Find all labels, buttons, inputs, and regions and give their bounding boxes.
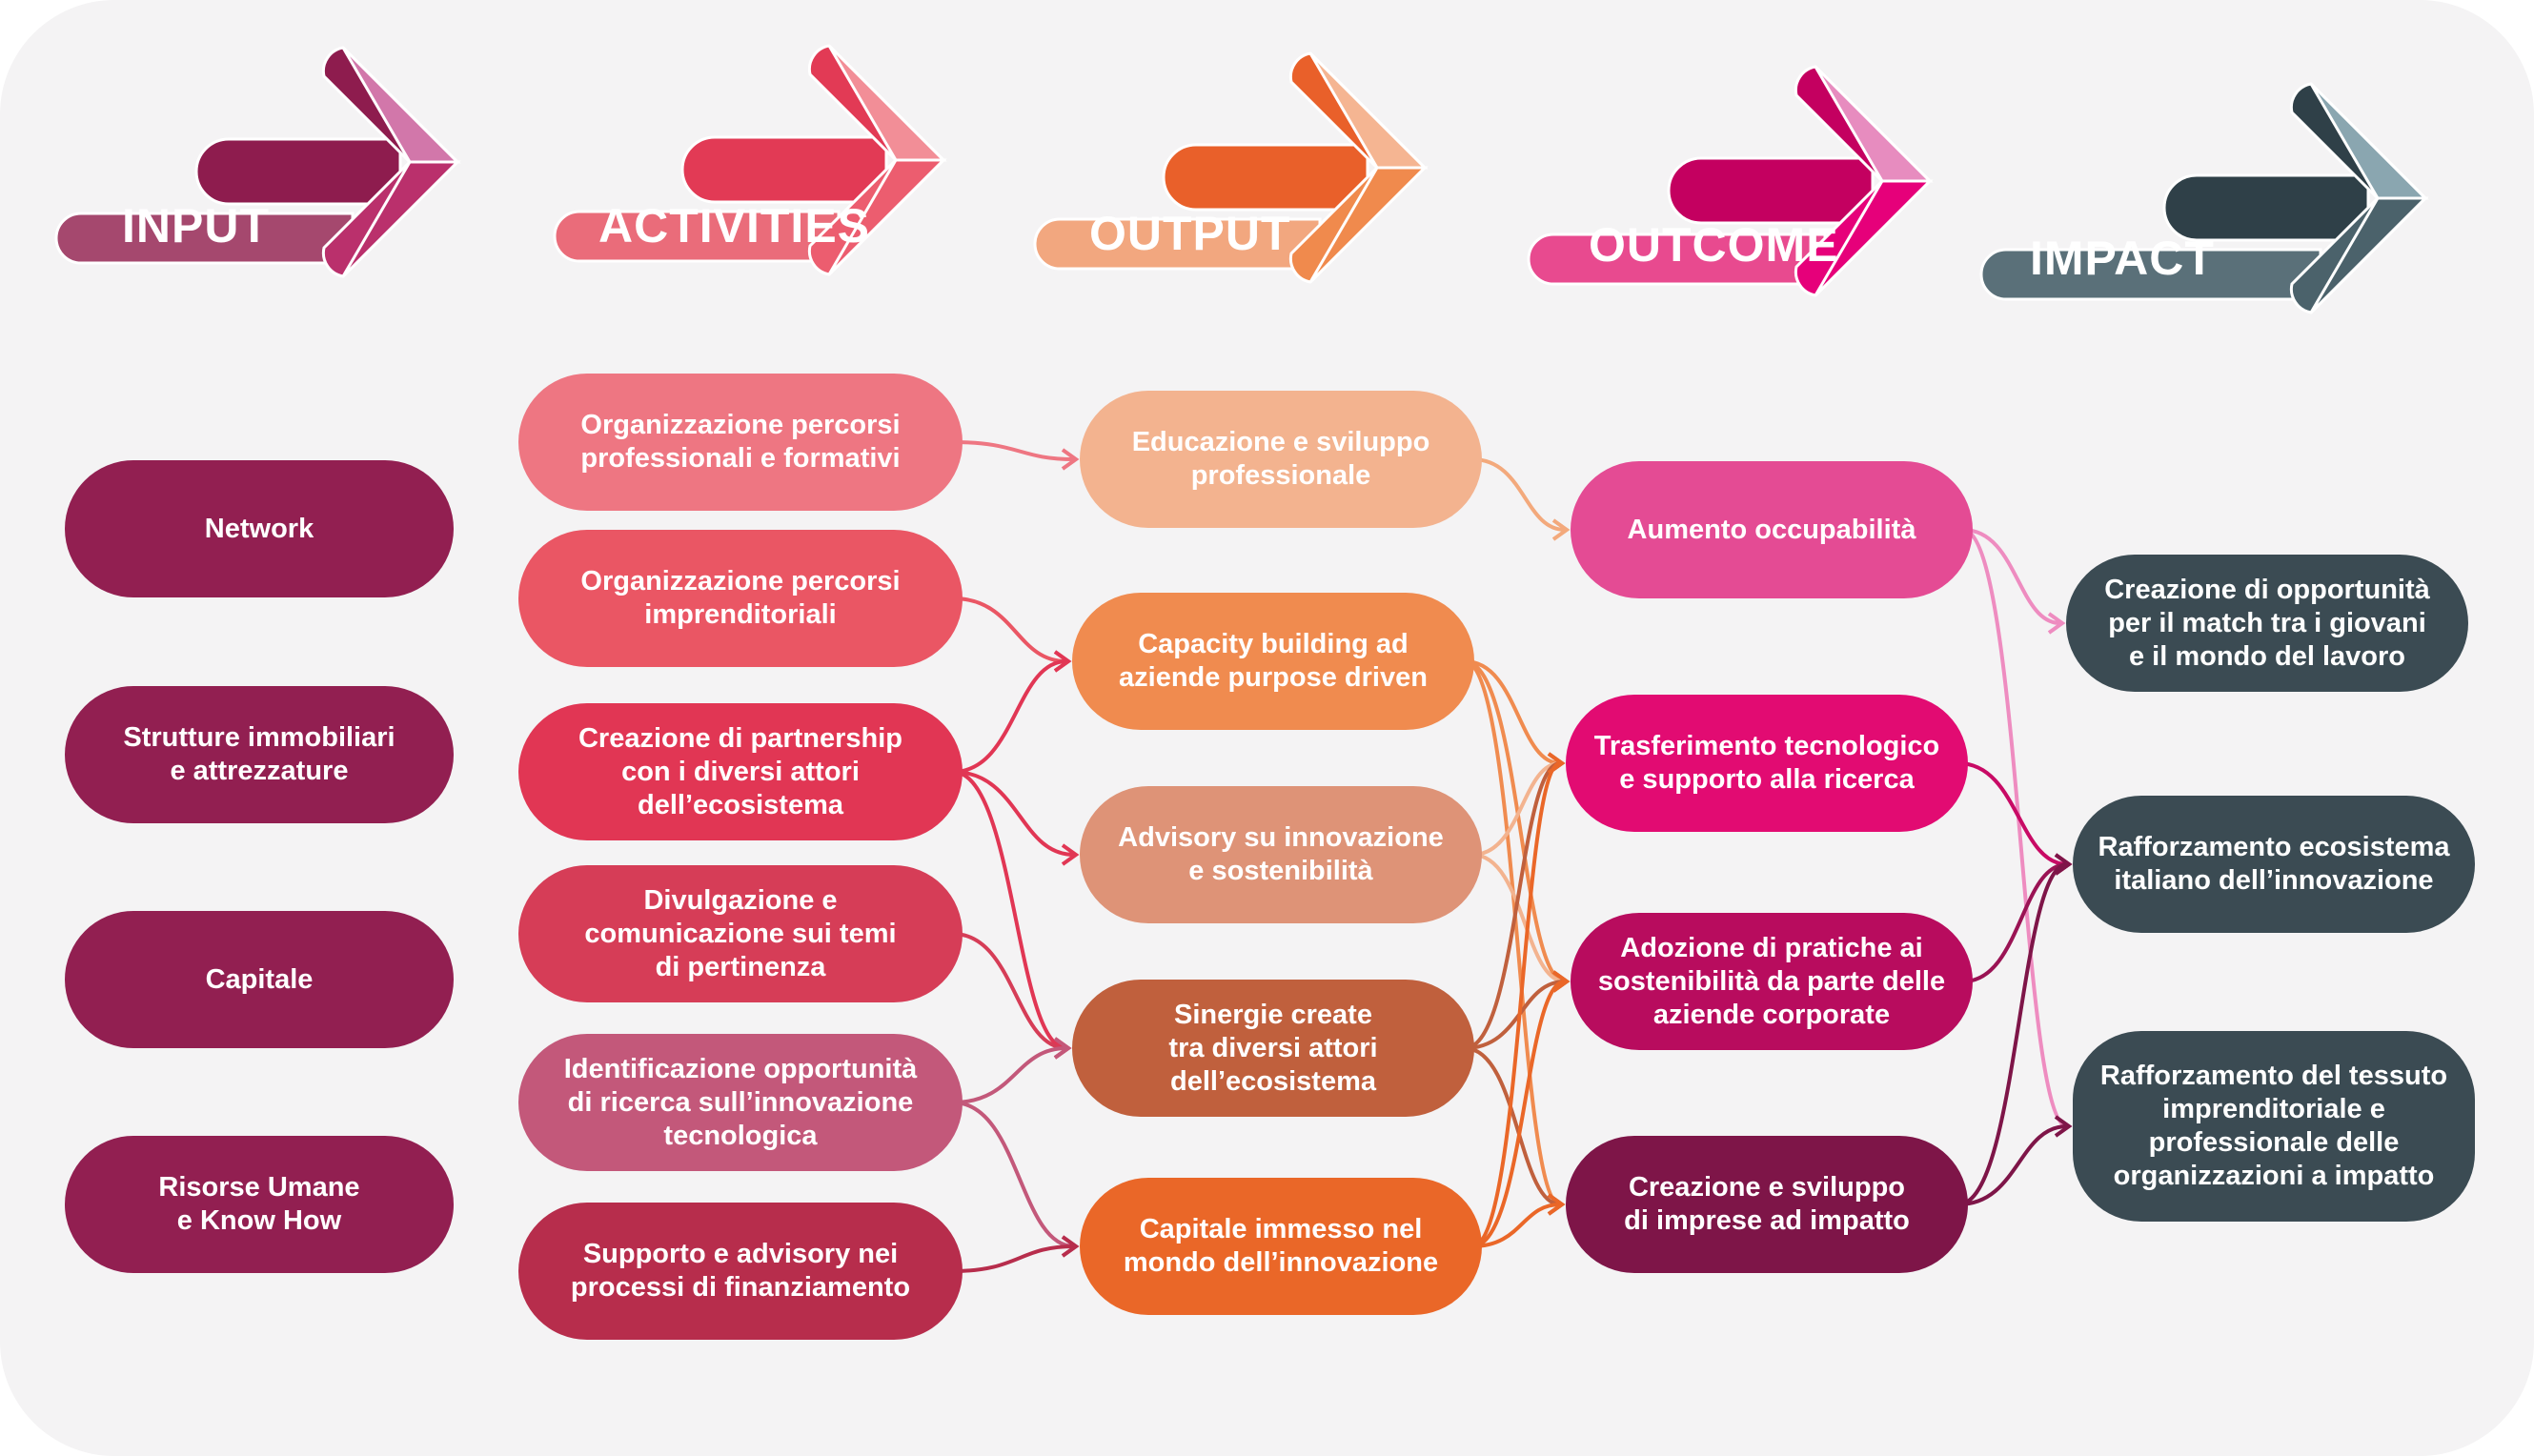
outcome-node-sostenibilita: Adozione di pratiche ai sostenibilità da… — [1571, 913, 1973, 1050]
arrowhead-a3-o3 — [1061, 843, 1080, 866]
connector-u4-m3 — [1957, 1124, 2068, 1206]
connector-a3-o4 — [952, 770, 1067, 1050]
stage-label-activities: ACTIVITIES — [598, 199, 871, 253]
connector-o3-u2 — [1471, 761, 1561, 857]
connector-a3-o3 — [952, 770, 1075, 857]
connector-o2-u3 — [1464, 659, 1566, 983]
output-node-capacity-building: Capacity building ad aziende purpose dri… — [1072, 593, 1474, 730]
stage-label-outcome: OUTCOME — [1589, 218, 1839, 272]
arrowhead-a1-o1 — [1061, 448, 1080, 471]
outcome-node-imprese-impatto: Creazione e sviluppo di imprese ad impat… — [1566, 1136, 1968, 1273]
input-node-strutture: Strutture immobiliari e attrezzature — [65, 686, 454, 823]
arrowhead-o5-u4 — [1547, 1193, 1566, 1216]
output-node-capitale-immesso: Capitale immesso nel mondo dell’innovazi… — [1080, 1178, 1482, 1315]
connector-a1-o1 — [952, 440, 1075, 461]
arrowhead-u4-m3 — [2054, 1115, 2073, 1138]
arrowhead-o5-u2 — [1547, 752, 1566, 775]
outcome-node-occupabilita: Aumento occupabilità — [1571, 461, 1973, 598]
activity-node-percorsi-imprenditoriali: Organizzazione percorsi imprenditoriali — [518, 530, 963, 667]
stage-arrow-outcome — [1527, 65, 1934, 297]
impact-node-ecosistema: Rafforzamento ecosistema italiano dell’i… — [2073, 796, 2475, 933]
connector-u1-m1 — [1962, 528, 2061, 625]
input-node-risorse: Risorse Umane e Know How — [65, 1136, 454, 1273]
connector-o2-u4 — [1464, 659, 1561, 1206]
connector-o3-u3 — [1471, 853, 1566, 983]
output-node-sinergie: Sinergie create tra diversi attori dell’… — [1072, 980, 1474, 1117]
stage-arrow-activities — [553, 44, 947, 276]
arrowhead-o5-u3 — [1551, 970, 1571, 993]
connector-o5-u2 — [1471, 761, 1561, 1248]
arrowhead-u4-m2 — [2054, 853, 2073, 876]
connector-u3-m2 — [1962, 862, 2068, 983]
connector-a4-o4 — [952, 932, 1067, 1050]
connector-a2-o2 — [952, 597, 1067, 663]
arrowhead-o1-u1 — [1551, 518, 1571, 541]
input-node-network: Network — [65, 460, 454, 597]
activity-node-partnership: Creazione di partnership con i diversi a… — [518, 703, 963, 840]
connector-o4-u2 — [1464, 761, 1561, 1050]
activity-node-divulgazione: Divulgazione e comunicazione sui temi di… — [518, 865, 963, 1002]
output-node-educazione: Educazione e sviluppo professionale — [1080, 391, 1482, 528]
connector-a5-o5 — [952, 1101, 1075, 1248]
connector-o1-u1 — [1471, 457, 1566, 532]
activity-node-ricerca: Identificazione opportunità di ricerca s… — [518, 1034, 963, 1171]
arrowhead-a6-o5 — [1061, 1235, 1080, 1258]
input-node-capitale: Capitale — [65, 911, 454, 1048]
connector-u4-m2 — [1957, 862, 2068, 1206]
connector-o2-u2 — [1464, 659, 1561, 765]
connector-o5-u3 — [1471, 980, 1566, 1248]
impact-node-match-giovani: Creazione di opportunità per il match tr… — [2066, 555, 2468, 692]
impact-node-tessuto: Rafforzamento del tessuto imprenditorial… — [2073, 1031, 2475, 1222]
connector-a6-o5 — [952, 1244, 1075, 1273]
connector-a5-o4 — [952, 1046, 1067, 1104]
arrowhead-a3-o2 — [1053, 650, 1072, 673]
stage-label-input: INPUT — [122, 199, 270, 253]
stage-label-impact: IMPACT — [2030, 232, 2215, 285]
outcome-node-trasferimento: Trasferimento tecnologico e supporto all… — [1566, 695, 1968, 832]
connector-o4-u4 — [1464, 1046, 1561, 1206]
connector-u2-m2 — [1957, 761, 2068, 866]
stage-label-output: OUTPUT — [1089, 207, 1291, 260]
stage-arrow-impact — [1979, 82, 2429, 314]
stage-arrow-output — [1033, 51, 1429, 284]
activity-node-finanziamento: Supporto e advisory nei processi di fina… — [518, 1203, 963, 1340]
arrowhead-u1-m1 — [2047, 612, 2066, 635]
connector-o5-u4 — [1471, 1203, 1561, 1248]
connector-u1-m3 — [1962, 528, 2068, 1128]
arrowhead-a5-o4 — [1053, 1037, 1072, 1060]
output-node-advisory: Advisory su innovazione e sostenibilità — [1080, 786, 1482, 923]
stage-arrow-input — [54, 46, 461, 278]
activity-node-percorsi-professionali: Organizzazione percorsi professionali e … — [518, 374, 963, 511]
connector-a3-o2 — [952, 659, 1067, 774]
